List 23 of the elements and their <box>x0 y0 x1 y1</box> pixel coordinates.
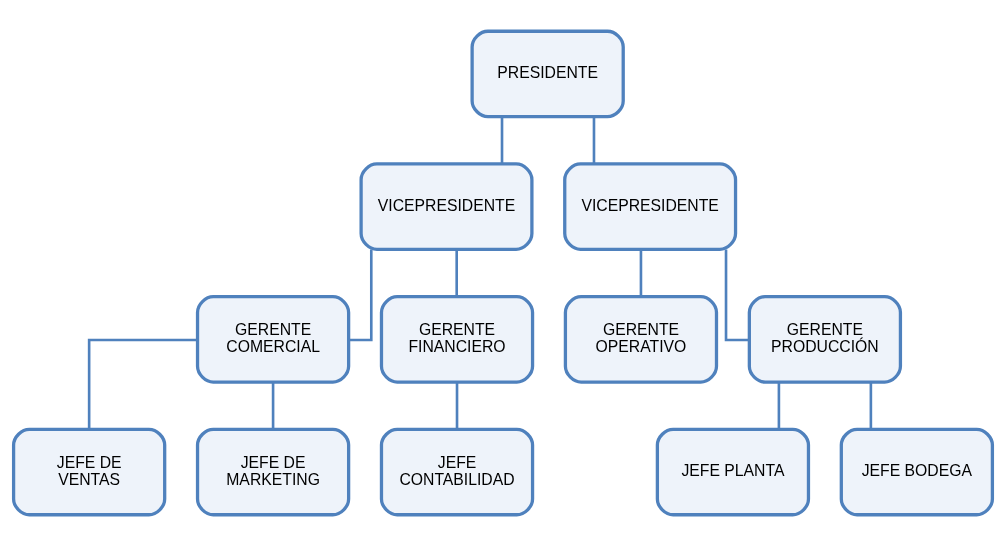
connector <box>869 381 873 429</box>
connector <box>500 116 504 164</box>
connector <box>592 116 596 164</box>
node-box: JEFE CONTABILIDAD <box>379 427 535 516</box>
connector <box>271 381 275 429</box>
node-box: GERENTE FINANCIERO <box>379 294 535 384</box>
node-box: PRESIDENTE <box>470 29 625 118</box>
connector <box>724 249 749 341</box>
connector <box>87 338 198 429</box>
node-box: VICEPRESIDENTE <box>563 161 738 251</box>
node-box: JEFE BODEGA <box>839 427 995 516</box>
connector <box>455 248 458 296</box>
node-box: JEFE DE VENTAS <box>11 427 167 516</box>
node-box: JEFE DE MARKETING <box>195 427 351 516</box>
connector <box>777 381 781 429</box>
connector <box>455 381 459 429</box>
connector <box>639 248 643 296</box>
connector <box>349 249 373 341</box>
node-box: GERENTE OPERATIVO <box>563 294 719 384</box>
node-box: GERENTE COMERCIAL <box>195 294 351 384</box>
node-box: GERENTE PRODUCCIÓN <box>747 294 903 384</box>
node-box: VICEPRESIDENTE <box>359 161 534 251</box>
node-box: JEFE PLANTA <box>655 427 811 516</box>
